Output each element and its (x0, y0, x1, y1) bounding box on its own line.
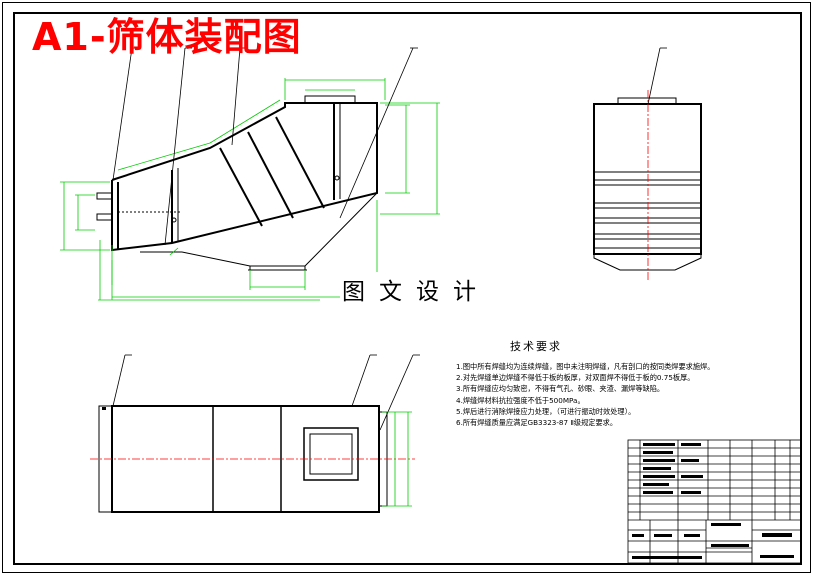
front-view (96, 95, 378, 271)
technical-requirements-heading: 技术要求 (510, 340, 562, 353)
technical-requirements: 技术要求 1.图中所有焊缝均为连续焊缝，图中未注明焊缝，凡有剖口的按同类焊要求施… (456, 338, 806, 428)
requirement-item: 6.所有焊缝质量应满足GB3323-87 Ⅱ级规定要求。 (456, 418, 618, 428)
requirement-item: 3.所有焊缝应均匀致密，不得有气孔、砂眼、夹渣、漏焊等缺陷。 (456, 384, 665, 394)
technical-requirements-list: 1.图中所有焊缝均为连续焊缝，图中未注明焊缝，凡有剖口的按同类焊要求施焊。 2.… (456, 361, 806, 428)
front-view-hopper (181, 192, 378, 267)
requirement-item: 4.焊缝焊材料抗拉强度不低于500MPa。 (456, 395, 585, 405)
title-block (627, 439, 802, 564)
drawing-title: A1-筛体装配图 (32, 15, 302, 59)
watermark-text: 图文设计 (340, 272, 492, 306)
requirement-item: 1.图中所有焊缝均为连续焊缝，图中未注明焊缝，凡有剖口的按同类焊要求施焊。 (456, 362, 715, 371)
requirement-item: 5.焊后进行消除焊接应力处理，（可进行振动时效处理）。 (456, 406, 636, 416)
top-view-dimensions (382, 411, 412, 507)
front-view-leaders (112, 47, 418, 246)
front-view-outline (111, 102, 378, 252)
drawing-border-inner (13, 12, 802, 565)
requirement-item: 2.对先焊缝单边焊缝不得低于板的板厚，对双面焊不得低于板的0.75板厚。 (456, 373, 695, 383)
side-view (593, 47, 702, 271)
title-block-fills (632, 443, 794, 559)
top-view (98, 354, 420, 513)
front-view-dimensions (60, 78, 440, 301)
